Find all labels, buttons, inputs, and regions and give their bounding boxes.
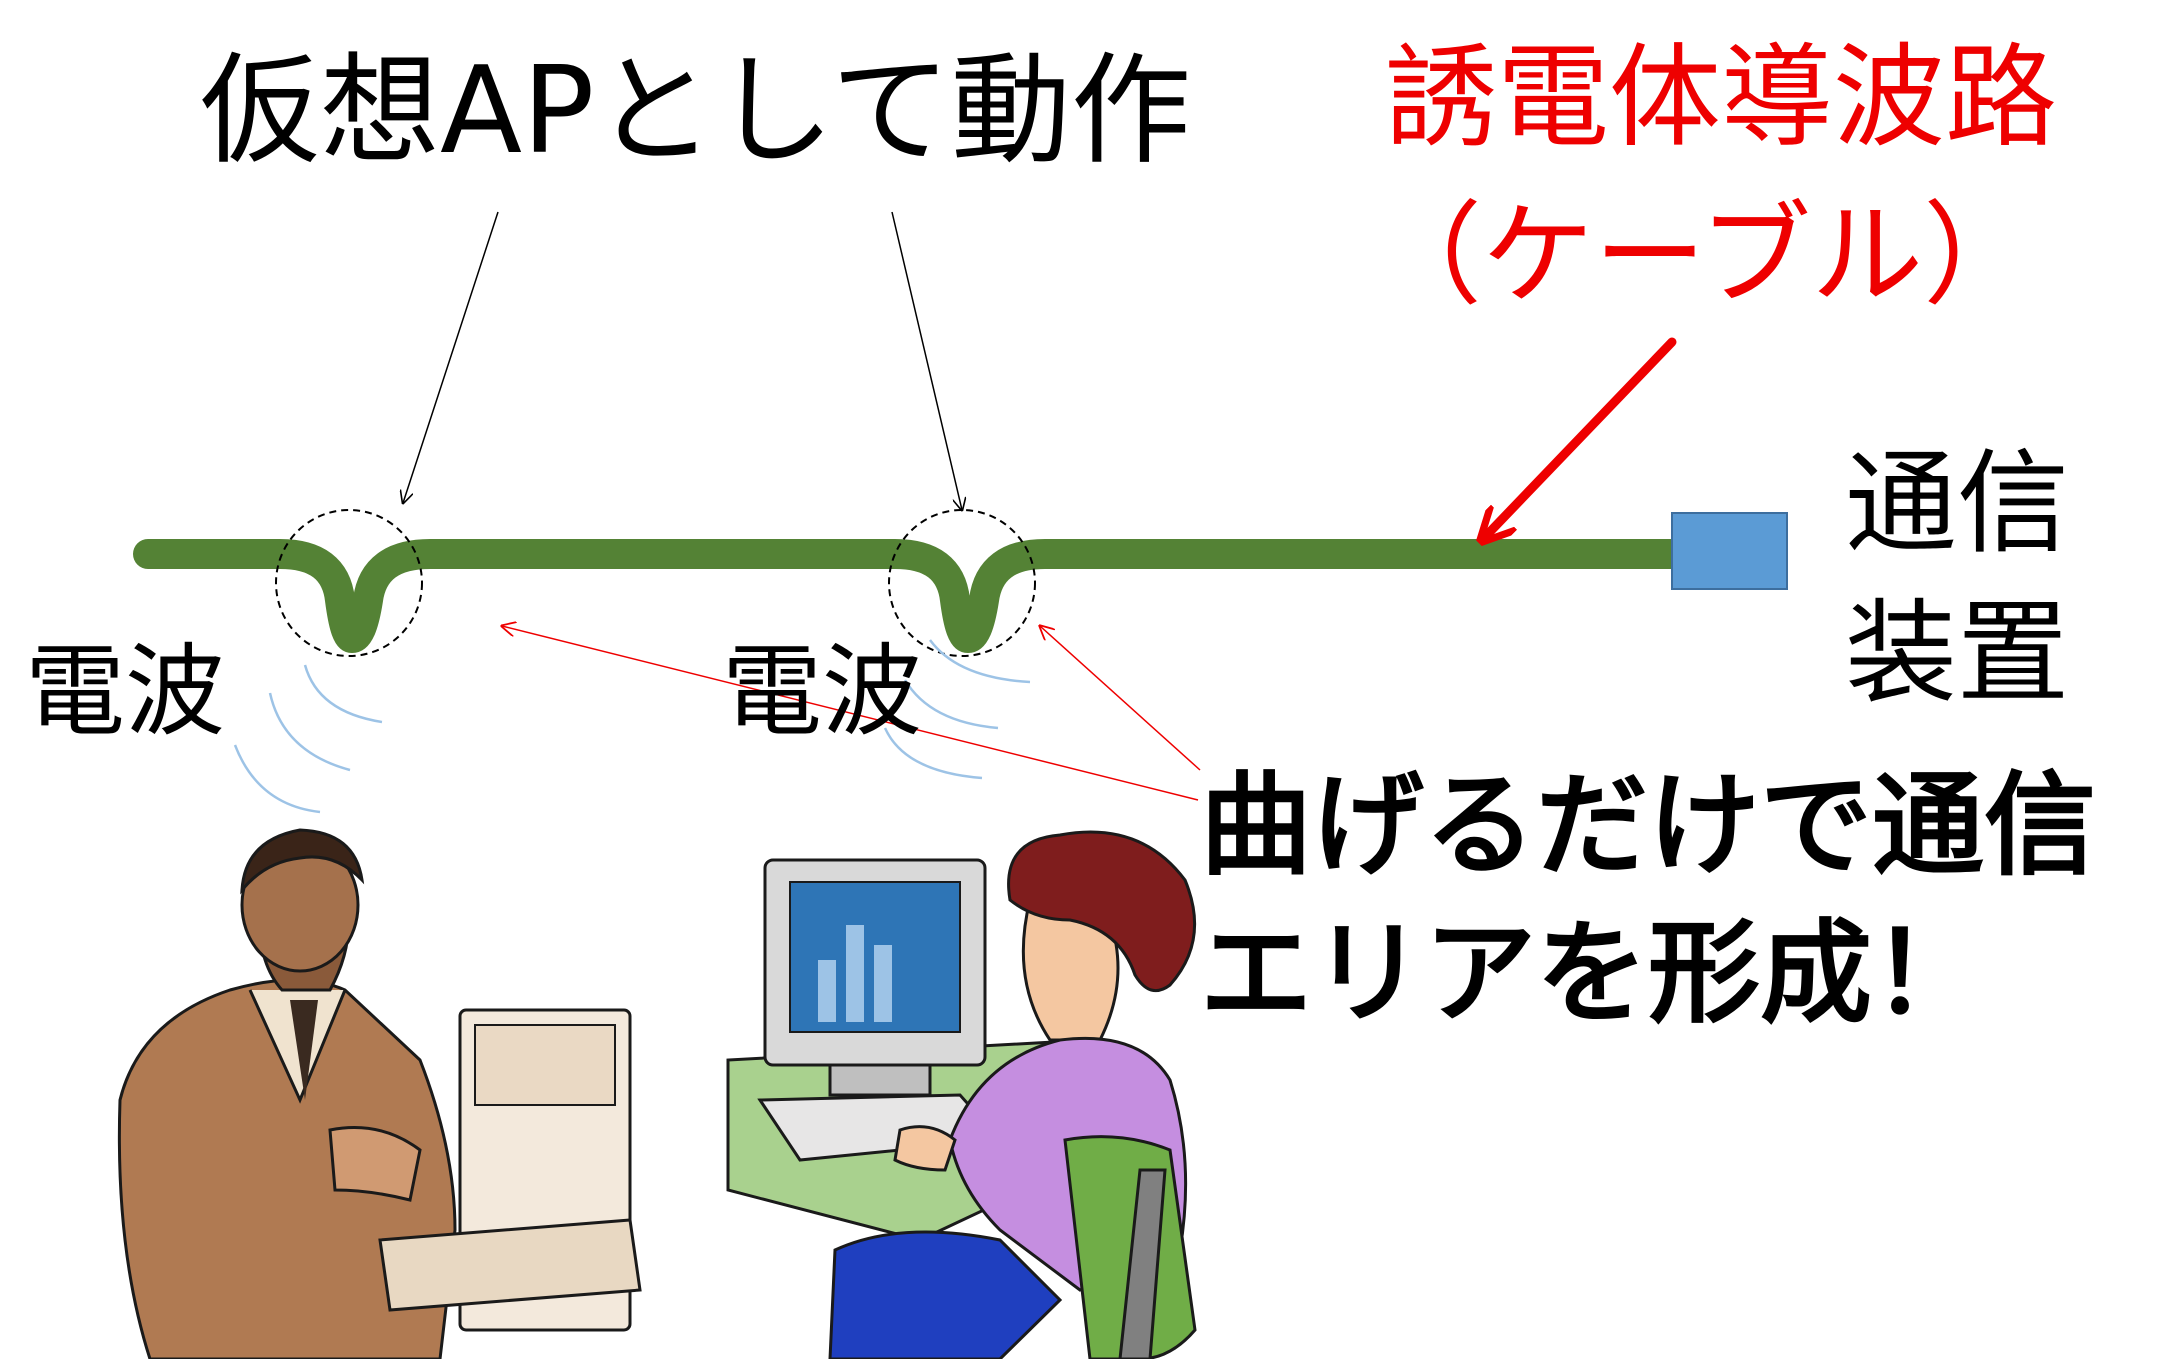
arrow-waveguide — [1484, 337, 1677, 538]
radio-wave-label-left: 電波 — [25, 633, 225, 750]
arrow-ap-left — [403, 211, 499, 503]
bend-caption-line1: 曲げるだけで通信 — [1200, 761, 2096, 891]
radio-wave-label-center: 電波 — [722, 633, 922, 750]
arrow-bend-center — [1040, 626, 1201, 771]
cable-label: （ケーブル） — [1370, 191, 2036, 321]
radio-waves-left — [233, 664, 383, 814]
device-label-line1: 通信 — [1845, 439, 2069, 569]
bend-caption-line2: エリアを形成！ — [1200, 909, 1984, 1039]
waveguide-cable — [133, 539, 1687, 653]
bend-marker-center — [888, 509, 1036, 657]
arrow-ap-center — [891, 211, 962, 510]
communication-device-box — [1671, 512, 1788, 590]
bend-marker-left — [275, 509, 423, 657]
arrow-bend-left — [502, 626, 1199, 801]
device-label-line2: 装置 — [1845, 589, 2069, 719]
virtual-ap-label: 仮想APとして動作 — [200, 42, 1191, 181]
radio-waves-center — [883, 639, 1031, 780]
office-worker-clipart — [117, 828, 642, 1359]
waveguide-label: 誘電体導波路 — [1385, 33, 2057, 163]
woman-at-computer-clipart — [726, 830, 1197, 1359]
